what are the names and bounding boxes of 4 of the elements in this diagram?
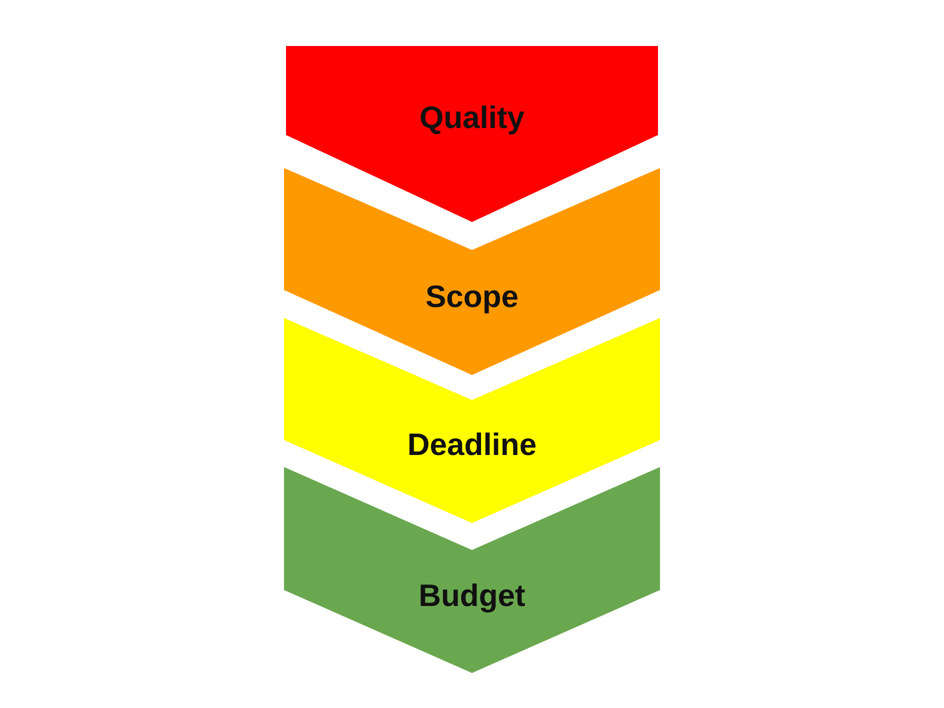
chevron-label: Quality <box>419 100 525 136</box>
chevron-label: Budget <box>418 578 526 614</box>
chevron-label: Scope <box>425 279 519 315</box>
chevron-label: Deadline <box>407 427 537 463</box>
